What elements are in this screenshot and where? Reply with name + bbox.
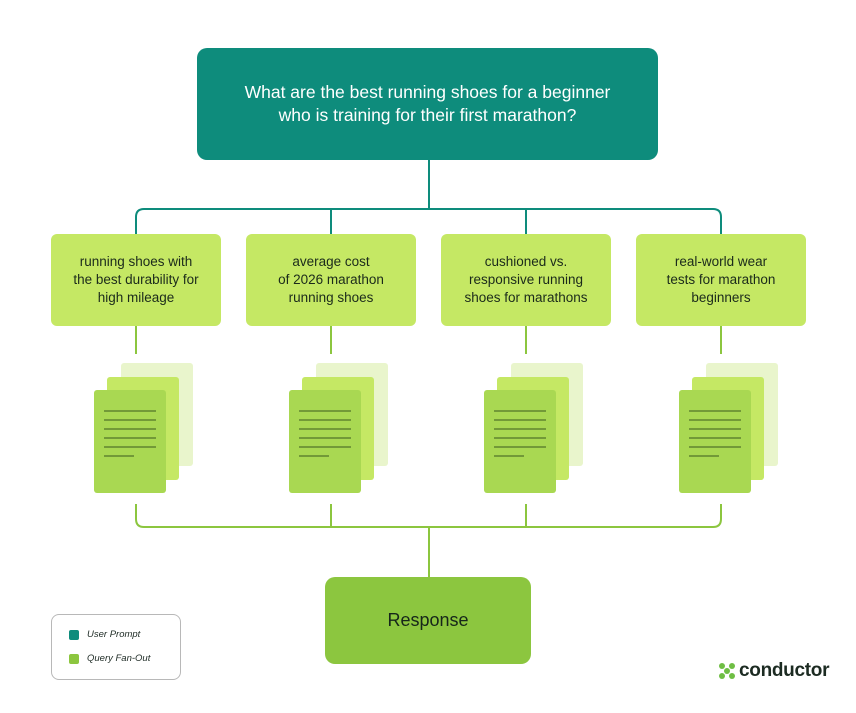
prompt-text-line-1: What are the best running shoes for a be…	[244, 82, 611, 102]
document-stacks	[94, 363, 778, 493]
conductor-logo: conductor	[719, 660, 829, 682]
prompt-branch-line	[135, 208, 722, 234]
doc-page-front	[94, 390, 166, 493]
document-stack-3	[484, 363, 583, 493]
query-1-line-2: the best durability for	[73, 272, 199, 287]
query-3-line-1: cushioned vs.	[484, 254, 568, 269]
query-4-line-1: real-world wear	[674, 254, 768, 269]
query-4-line-2: tests for marathon	[666, 272, 776, 287]
query-3-line-3: shoes for marathons	[464, 290, 588, 305]
document-stack-1	[94, 363, 193, 493]
legend-item-query-fan-out: Query Fan-Out	[69, 653, 150, 664]
query-2-line-3: running shoes	[288, 290, 374, 305]
legend-label-query-fan-out: Query Fan-Out	[87, 653, 151, 664]
doc-page-front	[289, 390, 361, 493]
query-box-1: running shoes with the best durability f…	[51, 234, 221, 326]
response-label: Response	[387, 610, 469, 630]
prompt-connector	[135, 160, 722, 234]
legend: User Prompt Query Fan-Out	[51, 614, 181, 680]
doc-page-front	[484, 390, 556, 493]
legend-item-user-prompt: User Prompt	[69, 629, 140, 640]
query-2-line-2: of 2026 marathon	[278, 272, 384, 287]
prompt-text-line-2: who is training for their first marathon…	[278, 105, 577, 125]
query-4-line-3: beginners	[691, 290, 751, 305]
brand-name: conductor	[739, 660, 830, 681]
response-box: Response	[325, 577, 531, 664]
document-stack-2	[289, 363, 388, 493]
query-2-line-1: average cost	[292, 254, 370, 269]
doc-page-front	[679, 390, 751, 493]
query-box-2: average cost of 2026 marathon running sh…	[246, 234, 416, 326]
query-box-4: real-world wear tests for marathon begin…	[636, 234, 806, 326]
query-box-3: cushioned vs. responsive running shoes f…	[441, 234, 611, 326]
document-stack-4	[679, 363, 778, 493]
user-prompt-box: What are the best running shoes for a be…	[197, 48, 658, 160]
query-fan-out-swatch	[69, 653, 79, 664]
response-connector	[135, 326, 722, 577]
merge-line	[135, 504, 722, 528]
query-1-line-3: high mileage	[97, 290, 175, 305]
user-prompt-swatch	[69, 629, 79, 640]
conductor-mark-icon	[719, 663, 735, 679]
query-1-line-1: running shoes with	[79, 254, 193, 269]
legend-label-user-prompt: User Prompt	[87, 629, 141, 640]
query-3-line-2: responsive running	[468, 272, 584, 287]
